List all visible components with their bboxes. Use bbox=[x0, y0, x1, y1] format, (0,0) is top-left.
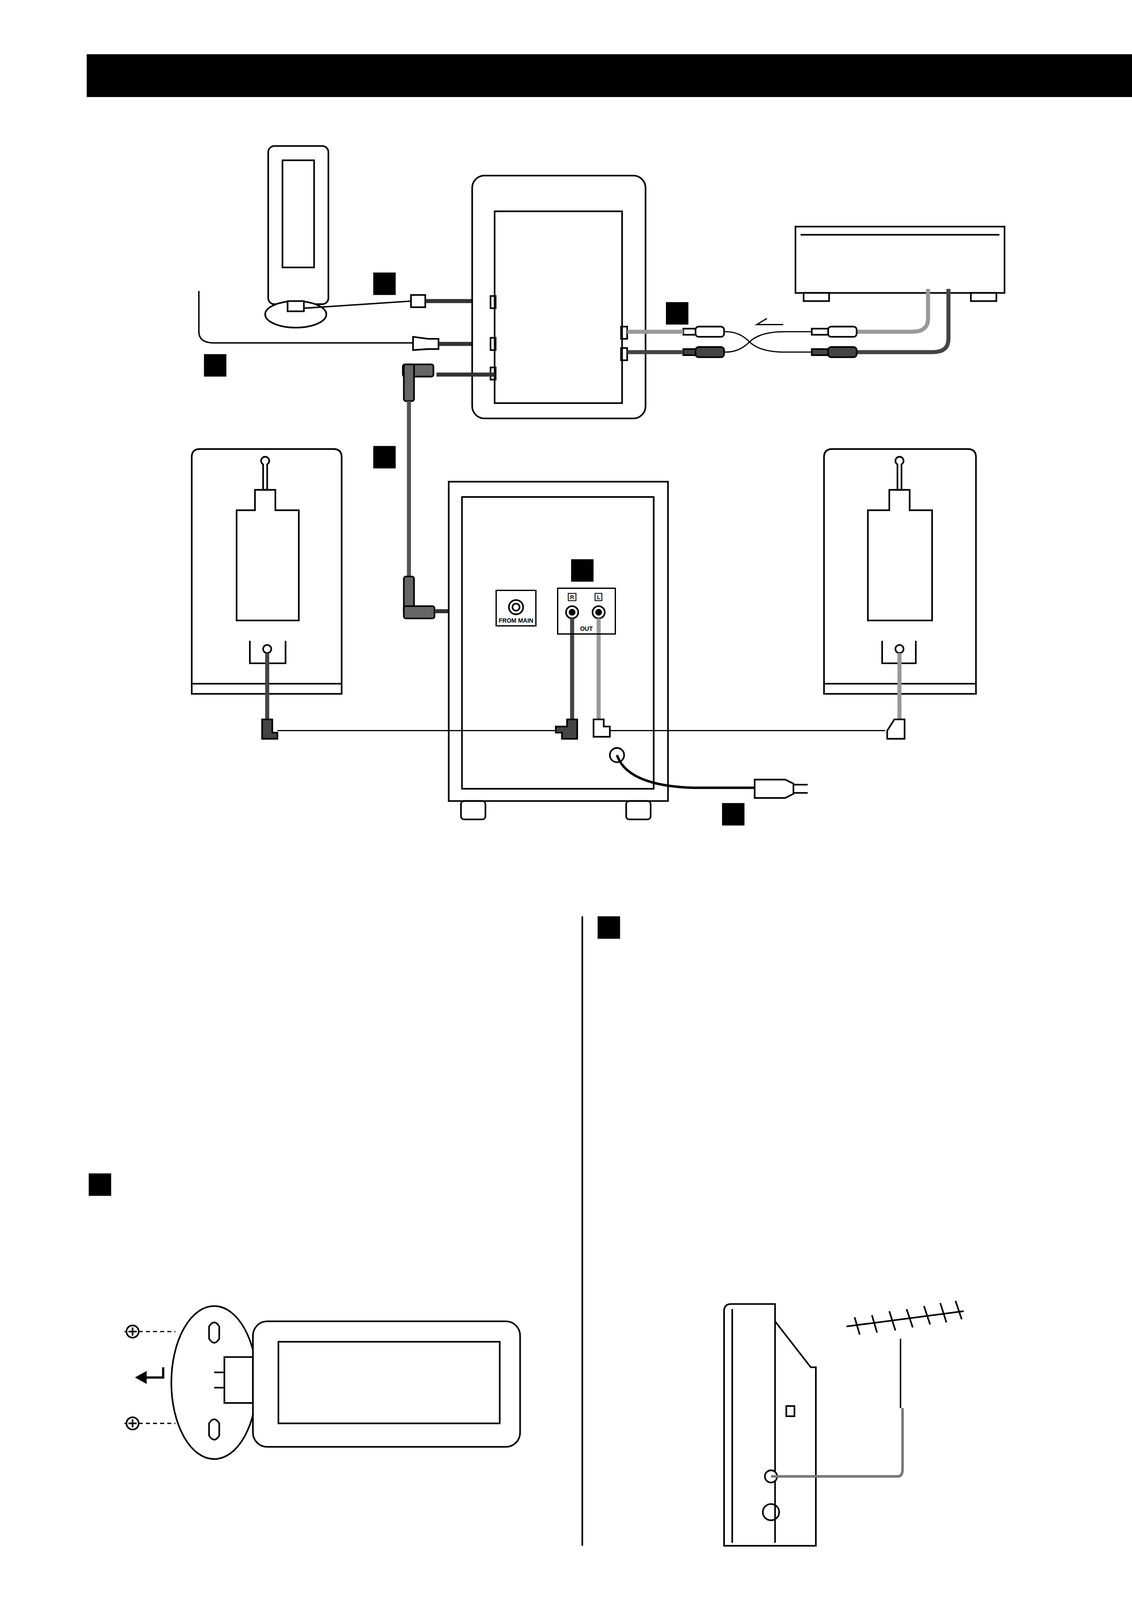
subwoofer bbox=[448, 481, 668, 819]
outdoor-antenna-setup bbox=[724, 1300, 964, 1546]
main-unit bbox=[472, 175, 646, 419]
indoor-antenna bbox=[265, 146, 495, 328]
jack-panel: OUT bbox=[557, 587, 616, 635]
callout-square bbox=[88, 272, 745, 1196]
fm-wire bbox=[199, 290, 495, 350]
header-bar bbox=[86, 54, 1132, 97]
antenna-base-removal bbox=[124, 1305, 520, 1459]
speaker-cables bbox=[262, 618, 905, 739]
jack-label: OUT bbox=[580, 625, 593, 634]
jack-panel: FROM MAIN bbox=[495, 589, 537, 627]
column-divider bbox=[581, 915, 584, 1546]
channel-letter: R bbox=[568, 592, 577, 601]
jack-label: FROM MAIN bbox=[498, 617, 534, 625]
power-cord bbox=[609, 747, 808, 798]
external-device bbox=[627, 226, 1005, 358]
channel-letter: L bbox=[594, 592, 603, 601]
